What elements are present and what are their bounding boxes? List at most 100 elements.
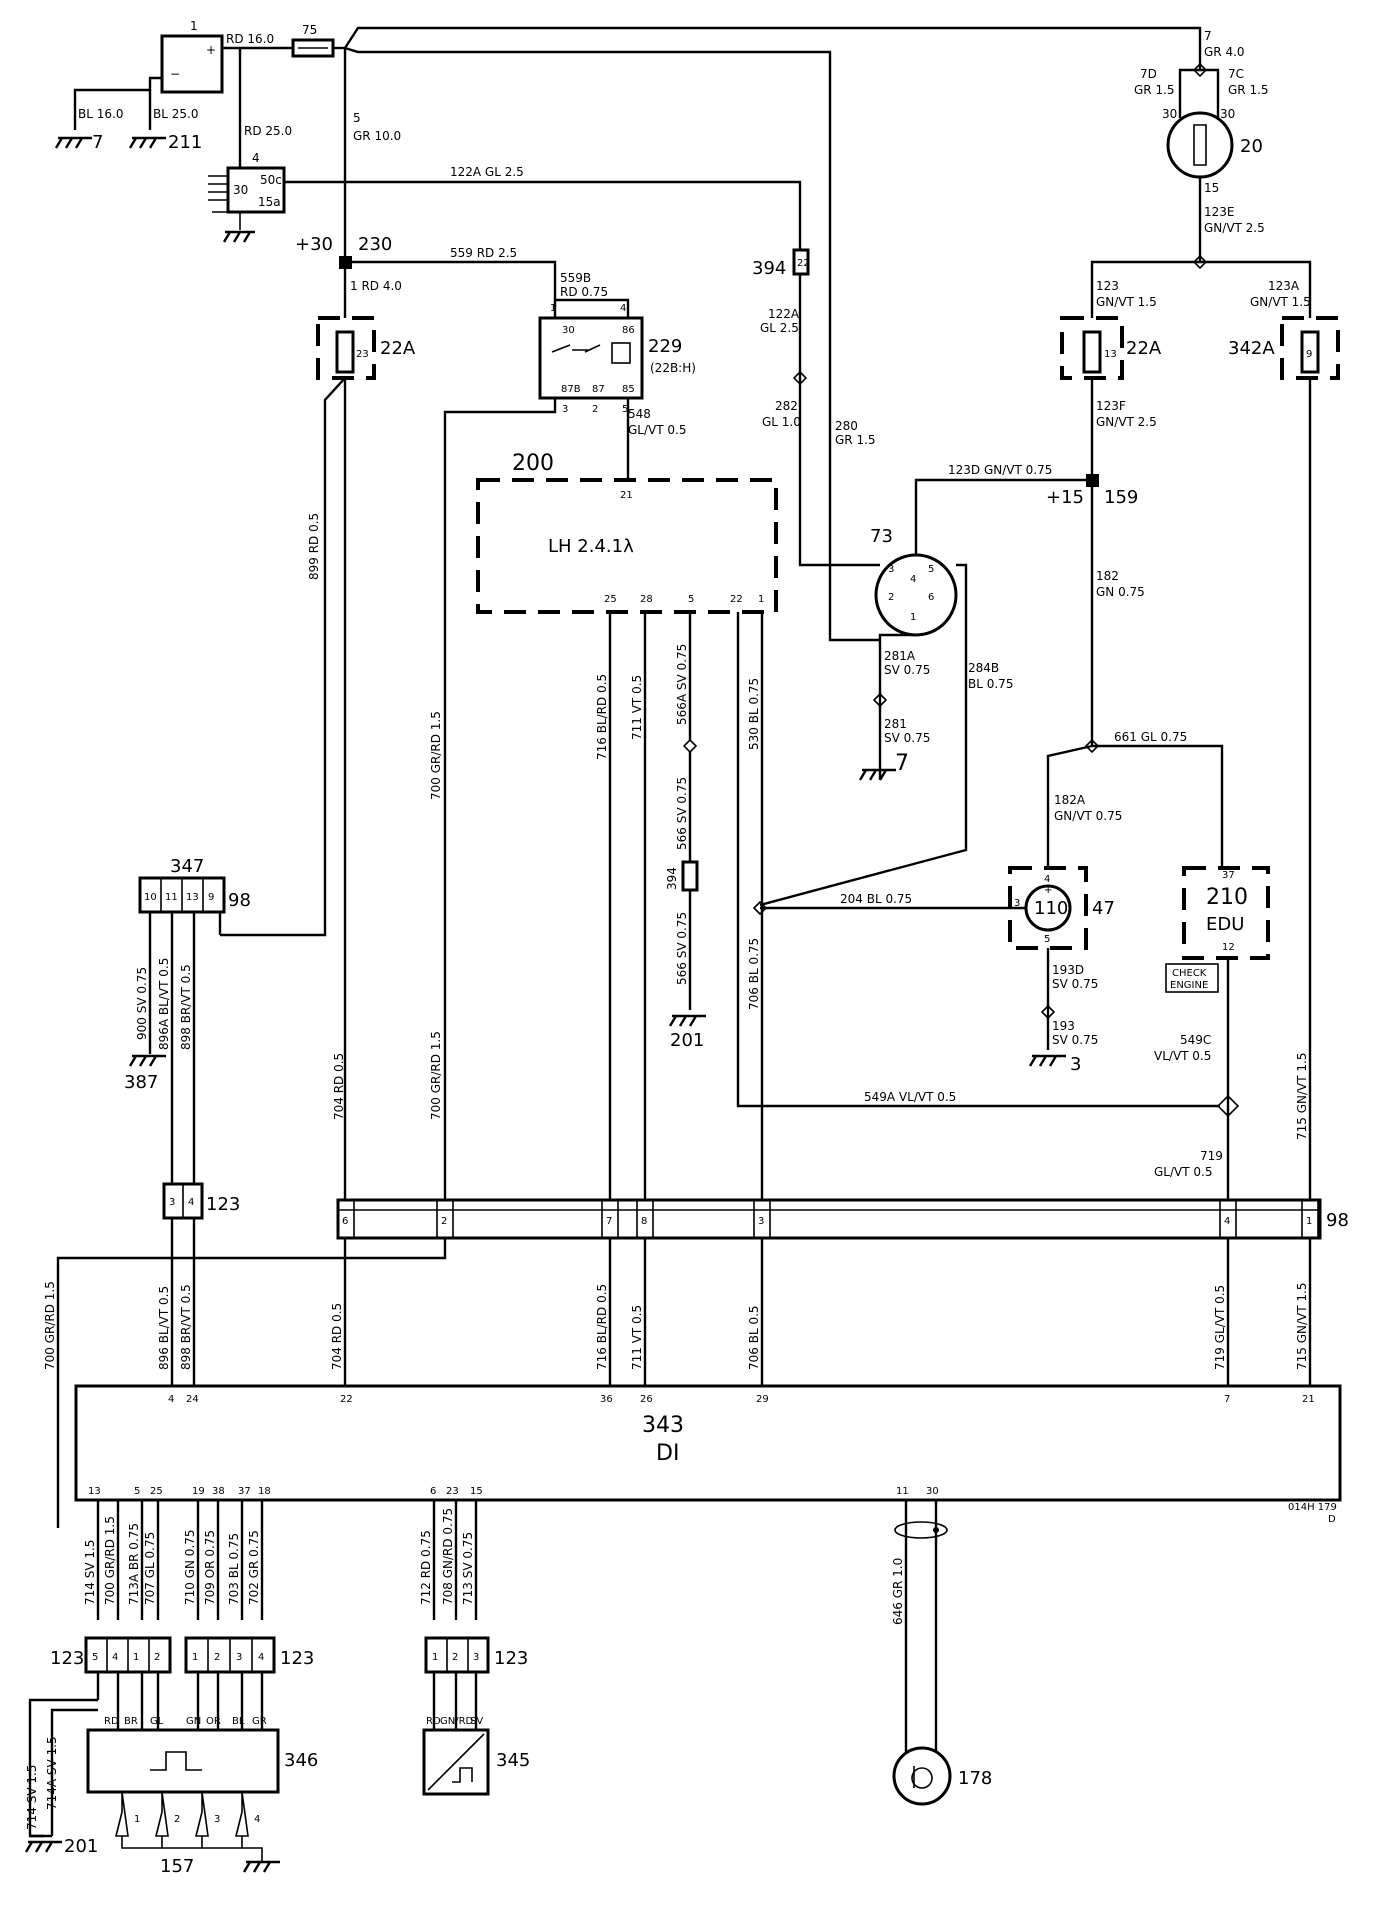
svg-text:201: 201 [670, 1030, 704, 1051]
svg-text:159: 159 [1104, 487, 1138, 508]
svg-text:GR 4.0: GR 4.0 [1204, 45, 1245, 59]
svg-text:712 RD 0.75: 712 RD 0.75 [419, 1530, 433, 1605]
svg-text:ENGINE: ENGINE [1170, 980, 1208, 991]
svg-text:+30: +30 [295, 234, 333, 255]
svg-text:22: 22 [730, 594, 743, 605]
svg-text:6: 6 [928, 592, 934, 603]
svg-text:2: 2 [888, 592, 894, 603]
relay-229: 229 (22B:H) 1 4 30 86 87B 87 85 3 2 5 [538, 303, 696, 415]
svg-text:BL 16.0: BL 16.0 [78, 107, 123, 121]
svg-text:704 RD 0.5: 704 RD 0.5 [330, 1303, 344, 1370]
battery: 1 + − RD 16.0 BL 16.0 BL 25.0 RD 25.0 [73, 19, 293, 168]
ecu-lh-200: 200 LH 2.4.1λ 21 25 28 5 22 1 [476, 451, 778, 614]
svg-text:GR 1.5: GR 1.5 [1134, 83, 1175, 97]
svg-text:(22B:H): (22B:H) [650, 361, 696, 375]
svg-text:GN/RD: GN/RD [440, 1716, 474, 1727]
svg-text:21: 21 [1302, 1394, 1315, 1405]
svg-text:9: 9 [208, 892, 214, 903]
svg-text:22A: 22A [380, 338, 416, 359]
svg-text:900 SV 0.75: 900 SV 0.75 [135, 967, 149, 1040]
svg-text:708 GN/RD 0.75: 708 GN/RD 0.75 [441, 1508, 455, 1605]
svg-text:714 SV 1.5: 714 SV 1.5 [25, 1765, 39, 1830]
svg-text:204 BL 0.75: 204 BL 0.75 [840, 892, 912, 906]
svg-text:559B: 559B [560, 271, 591, 285]
svg-text:EDU: EDU [1206, 914, 1244, 935]
svg-text:014H 179: 014H 179 [1288, 1502, 1337, 1513]
svg-text:+: + [206, 43, 216, 57]
svg-text:86: 86 [622, 325, 635, 336]
svg-text:1: 1 [758, 594, 764, 605]
svg-text:12: 12 [1222, 942, 1235, 953]
svg-text:37: 37 [1222, 870, 1235, 881]
svg-text:4: 4 [910, 574, 916, 585]
svg-text:38: 38 [212, 1486, 225, 1497]
svg-text:6: 6 [430, 1486, 436, 1497]
svg-text:1: 1 [550, 303, 556, 314]
svg-text:1: 1 [133, 1652, 139, 1663]
svg-text:123: 123 [1096, 279, 1119, 293]
svg-text:98: 98 [228, 890, 251, 911]
svg-text:23: 23 [356, 349, 369, 360]
svg-text:2: 2 [174, 1814, 180, 1825]
svg-text:714A SV 1.5: 714A SV 1.5 [45, 1736, 59, 1810]
svg-text:OR: OR [206, 1716, 221, 1727]
svg-text:715 GN/VT 1.5: 715 GN/VT 1.5 [1295, 1283, 1309, 1370]
svg-text:25: 25 [150, 1486, 163, 1497]
svg-text:GL 1.0: GL 1.0 [762, 415, 801, 429]
svg-text:284B: 284B [968, 661, 999, 675]
svg-text:716 BL/RD 0.5: 716 BL/RD 0.5 [595, 674, 609, 760]
svg-text:24: 24 [186, 1394, 199, 1405]
svg-text:36: 36 [600, 1394, 613, 1405]
svg-text:30: 30 [1162, 107, 1177, 121]
svg-text:4: 4 [1224, 1216, 1230, 1227]
svg-text:11: 11 [165, 892, 178, 903]
svg-text:123: 123 [50, 1648, 84, 1669]
svg-text:898 BR/VT 0.5: 898 BR/VT 0.5 [179, 964, 193, 1050]
svg-text:899 RD 0.5: 899 RD 0.5 [307, 513, 321, 580]
svg-text:30: 30 [1220, 107, 1235, 121]
svg-text:5: 5 [928, 564, 934, 575]
svg-text:RD 16.0: RD 16.0 [226, 32, 274, 46]
svg-text:15a: 15a [258, 195, 281, 209]
svg-text:22A: 22A [1126, 338, 1162, 359]
svg-text:1 RD 4.0: 1 RD 4.0 [350, 279, 402, 293]
svg-text:201: 201 [64, 1836, 98, 1857]
svg-text:GL/VT 0.5: GL/VT 0.5 [1154, 1165, 1212, 1179]
starter-4: 4 50c 30 15a [208, 151, 286, 243]
svg-text:2: 2 [154, 1652, 160, 1663]
svg-text:343: 343 [642, 1413, 684, 1438]
fuse-22a-left: 23 22A [316, 316, 416, 380]
svg-text:5: 5 [622, 404, 628, 415]
svg-text:719: 719 [1200, 1149, 1223, 1163]
svg-text:3: 3 [1014, 898, 1020, 909]
svg-text:BR: BR [124, 1716, 138, 1727]
svg-text:1: 1 [134, 1814, 140, 1825]
svg-text:200: 200 [512, 451, 554, 476]
svg-text:19: 19 [192, 1486, 205, 1497]
svg-text:123A: 123A [1268, 279, 1300, 293]
svg-text:713 SV 0.75: 713 SV 0.75 [461, 1532, 475, 1605]
svg-text:7D: 7D [1140, 67, 1157, 81]
svg-text:210: 210 [1206, 885, 1248, 910]
svg-text:3: 3 [1070, 1054, 1081, 1075]
ignition-73: 73 4 3 5 2 6 1 [870, 526, 958, 637]
svg-text:22: 22 [340, 1394, 353, 1405]
svg-text:BL 0.75: BL 0.75 [968, 677, 1013, 691]
svg-text:7C: 7C [1228, 67, 1244, 81]
svg-text:18: 18 [258, 1486, 271, 1497]
svg-text:GR 1.5: GR 1.5 [1228, 83, 1269, 97]
svg-text:RD 25.0: RD 25.0 [244, 124, 292, 138]
svg-text:711 VT 0.5: 711 VT 0.5 [630, 675, 644, 740]
svg-text:716 BL/RD 0.5: 716 BL/RD 0.5 [595, 1284, 609, 1370]
ground-211: 211 [128, 132, 202, 153]
ignition-switch-20: 7 GR 4.0 7D GR 1.5 7C GR 1.5 30 30 20 15… [1134, 29, 1269, 270]
svg-text:110: 110 [1034, 898, 1068, 919]
svg-text:4: 4 [1044, 874, 1050, 885]
svg-text:BL 25.0: BL 25.0 [153, 107, 198, 121]
svg-text:13: 13 [1104, 349, 1117, 360]
svg-text:530 BL 0.75: 530 BL 0.75 [747, 678, 761, 750]
svg-text:661 GL 0.75: 661 GL 0.75 [1114, 730, 1187, 744]
svg-text:566 SV 0.75: 566 SV 0.75 [675, 912, 689, 985]
svg-text:178: 178 [958, 1768, 992, 1789]
module-345: 345 RD GN/RD SV [422, 1716, 530, 1796]
